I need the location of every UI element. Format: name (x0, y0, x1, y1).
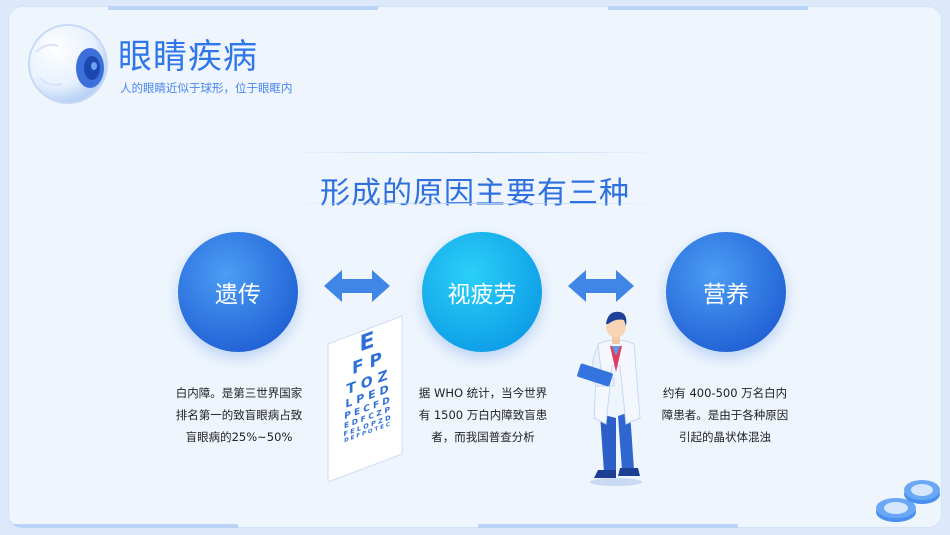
cause-label: 视疲劳 (447, 282, 517, 308)
cause-description: 约有 400-500 万名白内障患者。是由于各种原因引起的晶状体混浊 (661, 386, 789, 444)
page-subtitle: 人的眼睛近似于球形，位于眼眶内 (120, 81, 293, 95)
cause-label: 营养 (703, 282, 749, 308)
cause-circle-eye-fatigue: 视疲劳 (422, 232, 542, 352)
page-title: 眼睛疾病 (118, 37, 258, 77)
top-accent-bar (108, 6, 378, 10)
cause-description: 据 WHO 统计，当今世界有 1500 万白内障致盲患者，而我国普查分析 (418, 386, 548, 444)
divider (283, 203, 667, 204)
bottom-accent-bar (478, 524, 738, 528)
section-title: 形成的原因主要有三种 (320, 176, 630, 211)
top-accent-bar (608, 6, 808, 10)
divider (283, 152, 667, 153)
cause-label: 遗传 (215, 282, 261, 308)
eyeball-icon (28, 24, 108, 104)
cause-circle-nutrition: 营养 (666, 232, 786, 352)
contact-lens-case-icon (876, 480, 940, 522)
slide: 眼睛疾病 人的眼睛近似于球形，位于眼眶内 形成的原因主要有三种 遗传 视疲劳 营… (8, 6, 942, 528)
bottom-accent-bar (8, 524, 238, 528)
double-arrow-icon (568, 270, 634, 302)
cause-description: 白内障。是第三世界国家排名第一的致盲眼病占致盲眼病的25%~50% (175, 386, 303, 444)
cause-circle-heredity: 遗传 (178, 232, 298, 352)
double-arrow-icon (324, 270, 390, 302)
doctor-illustration (577, 311, 642, 486)
